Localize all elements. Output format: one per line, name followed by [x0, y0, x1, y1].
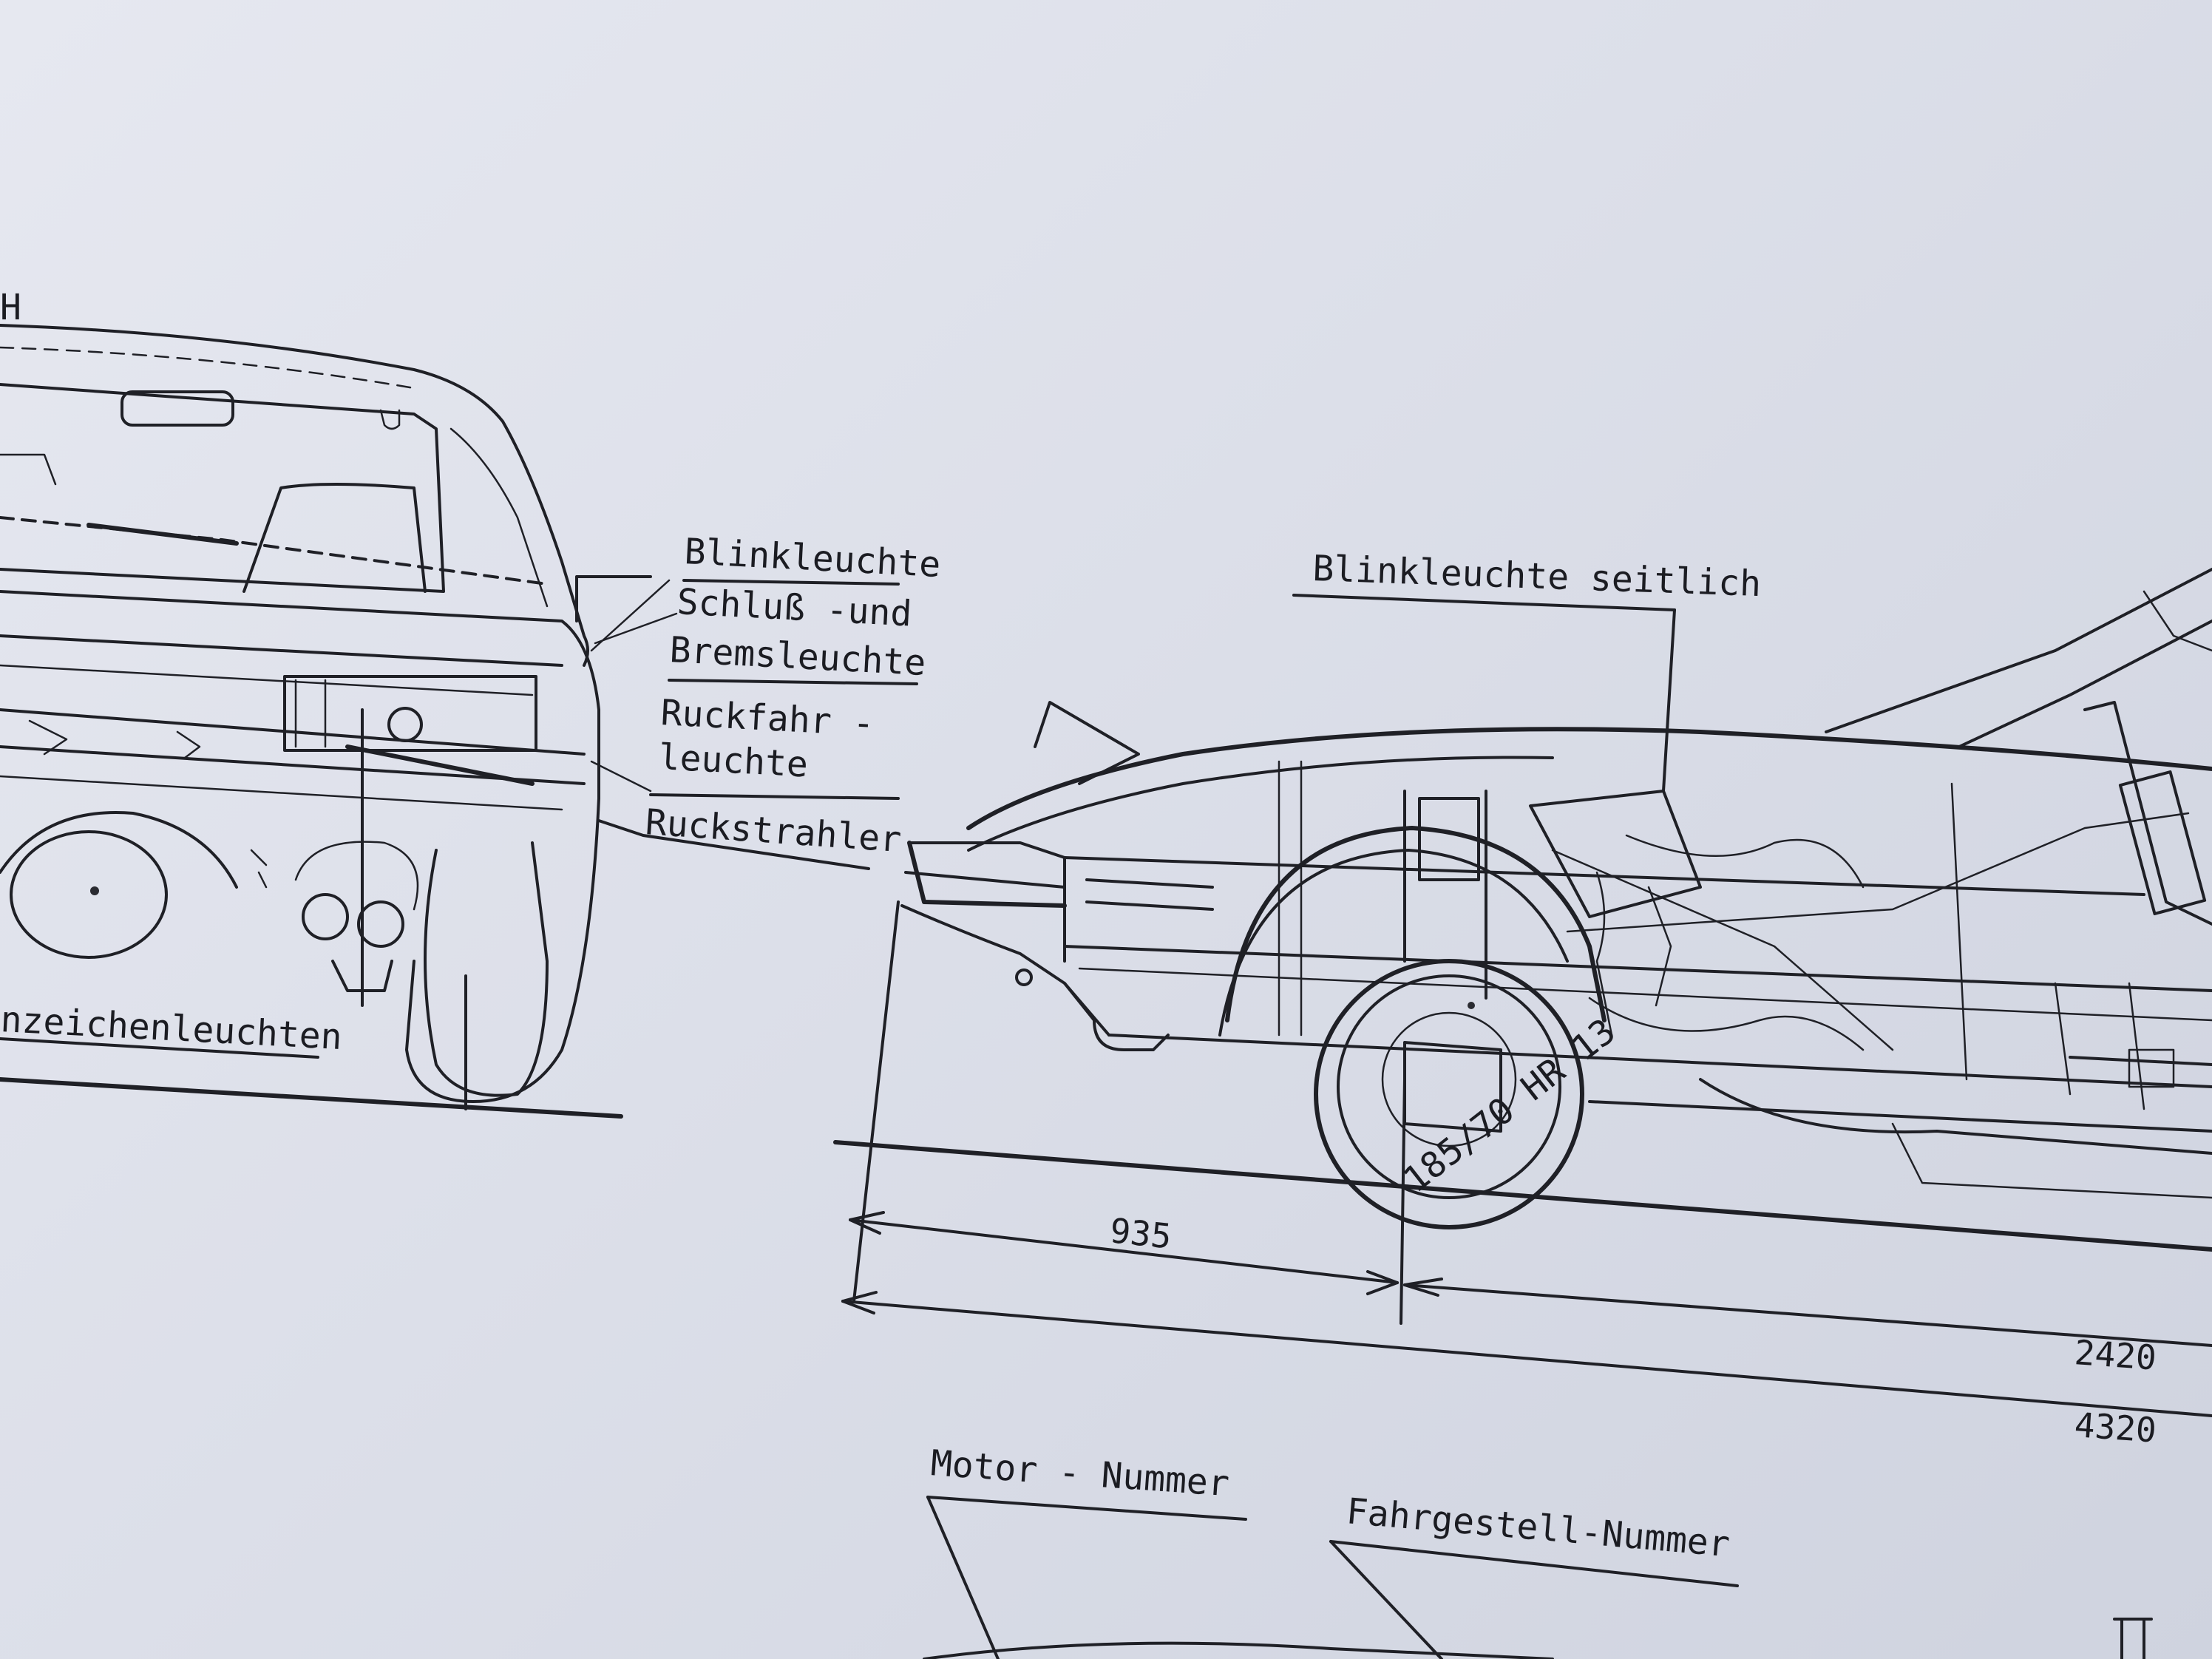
labels: H Blinkleuchte Schluß -und Bremsleuchte … [0, 287, 1762, 1565]
label-rueckstrahler: Ruckstrahler [644, 801, 903, 861]
side-view-car [900, 568, 2212, 1229]
dimension-front-overhang: 935 [1108, 1210, 1173, 1256]
label-bremsleuchte: Bremsleuchte [668, 629, 926, 684]
label-rueckfahr-1: Ruckfahr - [659, 692, 875, 744]
label-blinkleuchte-seitlich: Blinkleuchte seitlich [1312, 548, 1762, 605]
dimension-wheelbase: 2420 [2073, 1332, 2157, 1378]
label-rueckfahr-2: leuchte [657, 736, 809, 786]
rear-leader-lines [575, 575, 918, 870]
label-blinkleuchte: Blinkleuchte [683, 531, 941, 586]
dimension-length: 4320 [2073, 1405, 2157, 1451]
label-motor-nummer: Motor - Nummer [929, 1442, 1230, 1504]
label-tire-size: 185/70 HR 13 [1396, 1011, 1624, 1201]
label-schluss-und: Schluß -und [676, 581, 912, 635]
corner-mark: H [0, 287, 21, 328]
rear-view-car [0, 324, 623, 1119]
label-kennzeichenleuchten: nzeichenleuchten [0, 999, 343, 1058]
number-leader-lines [923, 1496, 2153, 1659]
label-fahrgestell-nummer: Fahrgestell-Nummer [1345, 1490, 1731, 1565]
dimension-values: 935 2420 4320 [1108, 1210, 2158, 1450]
dimension-lines [833, 900, 2212, 1417]
side-leader-line [1292, 594, 1676, 793]
